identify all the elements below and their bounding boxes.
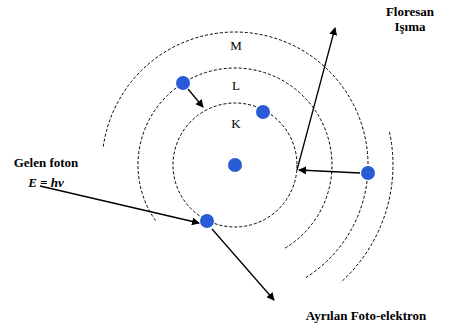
photoelectron-arrow bbox=[212, 229, 274, 300]
arrows bbox=[40, 28, 360, 300]
particles bbox=[176, 76, 375, 228]
fluorescence-arrow bbox=[297, 28, 335, 170]
k-shell bbox=[173, 103, 297, 227]
shell-label: L bbox=[232, 79, 240, 94]
shell-label: M bbox=[230, 39, 242, 54]
photoelectron-label: Ayrılan Foto-elektron bbox=[306, 309, 426, 324]
electron bbox=[361, 166, 375, 180]
electron bbox=[176, 76, 190, 90]
l-shell bbox=[138, 68, 332, 249]
photon-label: Gelen foton bbox=[14, 156, 79, 171]
electron bbox=[256, 105, 270, 119]
m-shell bbox=[103, 32, 368, 278]
outer-shell bbox=[341, 132, 393, 282]
transition-arrow bbox=[188, 89, 203, 107]
electron-shells bbox=[103, 32, 393, 282]
transition-arrow bbox=[299, 170, 360, 173]
fluorescence-label: Floresan Işıma bbox=[374, 5, 446, 35]
shell-label: K bbox=[231, 117, 240, 132]
photon-energy: E = hv bbox=[28, 176, 64, 191]
electron bbox=[200, 214, 214, 228]
incoming-photon-arrow bbox=[40, 186, 199, 223]
nucleus bbox=[228, 158, 242, 172]
